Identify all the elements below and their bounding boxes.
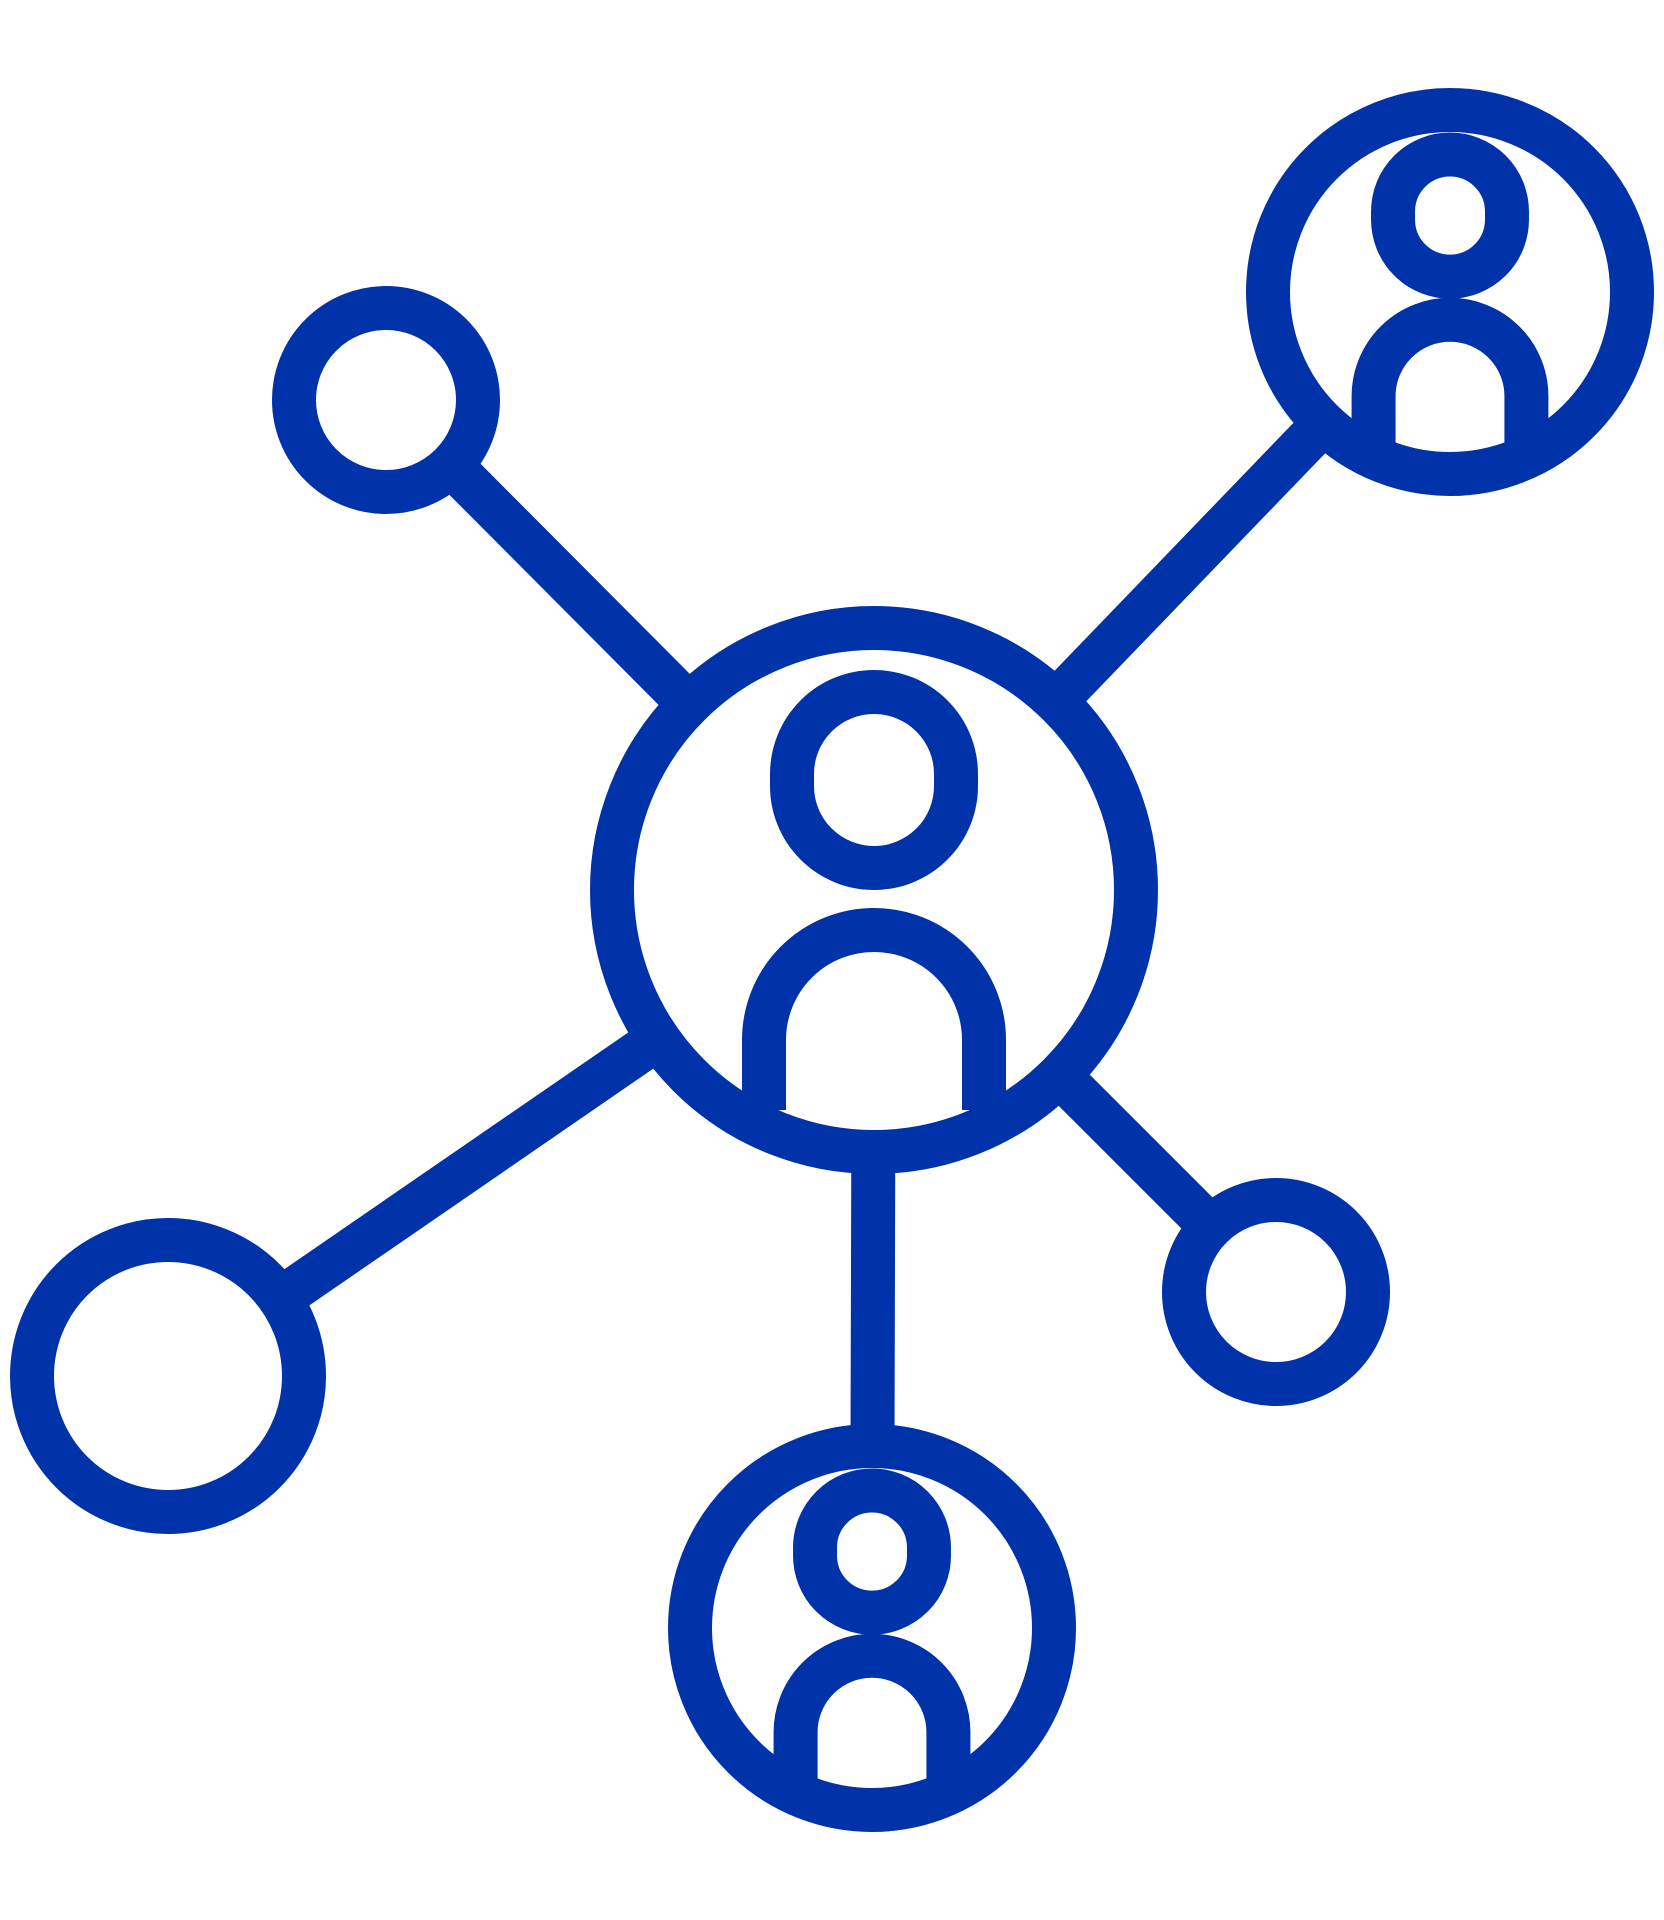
right-node-ring (1162, 1178, 1390, 1406)
connection-line-center-node-to-top-right-node (1039, 407, 1340, 717)
bottom-node-head (793, 1468, 951, 1635)
bottom-node (668, 1424, 1076, 1832)
top-right-node (1246, 88, 1654, 496)
top-right-node-ring (1246, 88, 1654, 496)
top-right-node-head (1371, 132, 1529, 299)
top-left-node-ring (272, 286, 500, 514)
connection-lines (267, 407, 1340, 1447)
connection-line-center-node-to-right-node (1043, 1059, 1227, 1243)
center-node-body (742, 908, 1006, 1110)
bottom-node-body (773, 1634, 971, 1781)
connection-line-center-node-to-left-node (267, 1020, 671, 1318)
center-node-ring (590, 606, 1158, 1174)
bottom-node-ring (668, 1424, 1076, 1832)
top-left-node (272, 286, 500, 514)
center-node-head (770, 670, 978, 890)
connection-line-center-node-to-top-left-node (435, 449, 705, 720)
center-node (590, 606, 1158, 1174)
right-node (1162, 1178, 1390, 1406)
network-nodes (10, 88, 1654, 1832)
left-node (10, 1218, 326, 1534)
connection-line-center-node-to-bottom-node (850, 1151, 896, 1447)
left-node-ring (10, 1218, 326, 1534)
top-right-node-body (1351, 298, 1549, 445)
